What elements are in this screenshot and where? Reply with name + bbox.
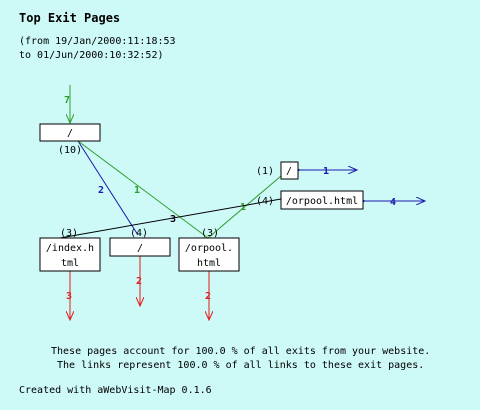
exit-orpool-bottom-label: 2 bbox=[205, 291, 211, 302]
node-orpool-top bbox=[280, 190, 364, 210]
link-root-to-orpool-bottom-label: 1 bbox=[134, 185, 140, 196]
node-orpool-top-count: (4) bbox=[256, 196, 274, 207]
node-slash-bottom-count: (4) bbox=[130, 228, 148, 239]
link-index-to-orpool-top-label: 3 bbox=[170, 214, 176, 225]
summary-links: The links represent 100.0 % of all links… bbox=[57, 360, 425, 371]
node-slash-bottom-label: / bbox=[137, 243, 143, 254]
date-range-to: to 01/Jun/2000:10:32:52) bbox=[19, 50, 164, 61]
node-orpool-bottom-label-2: html bbox=[197, 258, 221, 269]
node-orpool-bottom bbox=[178, 237, 240, 272]
link-orpool-bottom-to-slash2-label: 1 bbox=[240, 202, 246, 213]
link-root-to-slash-bottom-label: 2 bbox=[98, 185, 104, 196]
summary-exits: These pages account for 100.0 % of all e… bbox=[51, 346, 431, 357]
exit-index-label: 3 bbox=[66, 291, 72, 302]
node-root bbox=[39, 123, 101, 142]
node-index-label-2: tml bbox=[61, 258, 79, 269]
node-root-count: (10) bbox=[58, 145, 82, 156]
node-orpool-top-label: /orpool.html bbox=[286, 196, 358, 207]
link-orpool-bottom-to-slash2 bbox=[207, 175, 282, 239]
node-slash2-label: / bbox=[286, 166, 292, 177]
exit-slash-bottom-label: 2 bbox=[136, 276, 142, 287]
node-orpool-bottom-count: (3) bbox=[201, 228, 219, 239]
node-orpool-bottom-label-1: /orpool. bbox=[185, 243, 233, 254]
link-index-to-orpool-top bbox=[59, 198, 282, 239]
exit-orpool-top-label: 4 bbox=[390, 197, 396, 208]
node-slash2 bbox=[280, 161, 299, 180]
link-root-to-orpool-bottom bbox=[77, 140, 209, 239]
node-root-label: / bbox=[67, 128, 73, 139]
date-range-from: (from 19/Jan/2000:11:18:53 bbox=[19, 36, 176, 47]
node-slash2-count: (1) bbox=[256, 166, 274, 177]
link-root-to-slash-bottom bbox=[77, 140, 139, 236]
entry-root-label: 7 bbox=[64, 95, 70, 106]
date-range: (from 19/Jan/2000:11:18:53 to 01/Jun/200… bbox=[19, 35, 176, 63]
node-index-label-1: /index.h bbox=[46, 243, 94, 254]
page-title: Top Exit Pages bbox=[19, 11, 121, 25]
credit-text: Created with aWebVisit-Map 0.1.6 bbox=[19, 385, 212, 396]
node-index-count: (3) bbox=[60, 228, 78, 239]
node-index bbox=[39, 237, 101, 272]
node-slash-bottom bbox=[109, 237, 171, 257]
exit-slash2-label: 1 bbox=[323, 166, 329, 177]
